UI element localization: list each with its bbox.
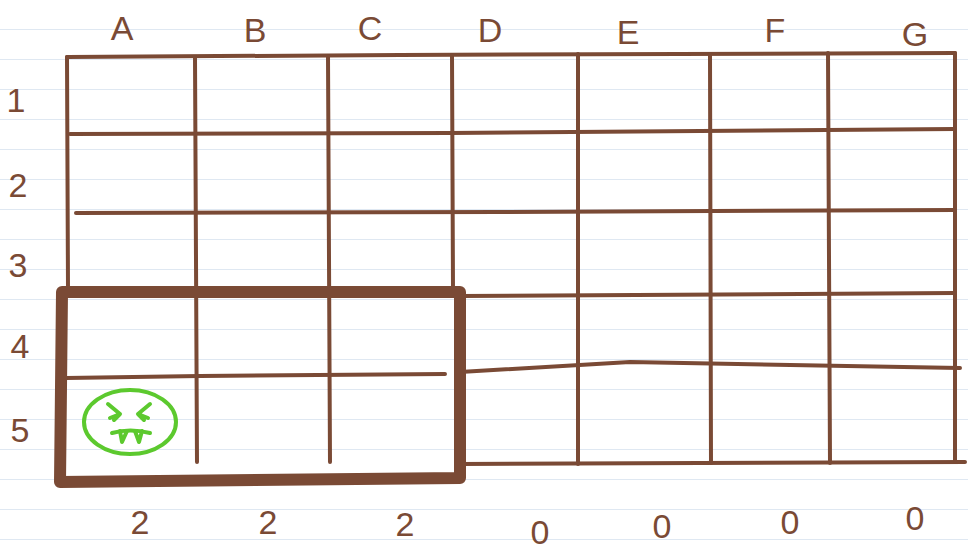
grid-line xyxy=(828,53,830,463)
column-count: 0 xyxy=(531,515,550,549)
row-label: 2 xyxy=(9,168,28,202)
column-count: 0 xyxy=(781,505,800,539)
column-count: 2 xyxy=(396,507,415,541)
grid-line xyxy=(328,56,330,462)
monster-icon xyxy=(84,390,176,454)
row-label: 5 xyxy=(11,413,30,447)
grid-line xyxy=(67,53,955,57)
row-label: 1 xyxy=(7,83,26,117)
monster-fang xyxy=(120,431,127,442)
column-label: F xyxy=(765,13,786,47)
grid-line xyxy=(710,54,711,463)
grid-line xyxy=(452,55,453,290)
column-label: A xyxy=(111,11,134,45)
grid-line xyxy=(195,57,197,462)
grid-line xyxy=(576,54,580,464)
column-label: E xyxy=(617,15,640,49)
grid-line xyxy=(953,53,957,462)
grid-lines xyxy=(66,53,965,464)
monster-head xyxy=(84,390,176,454)
grid-line xyxy=(70,129,955,134)
thick-region-outline xyxy=(60,292,460,482)
grid-line xyxy=(76,210,955,213)
column-count: 0 xyxy=(653,509,672,543)
monster-eye xyxy=(108,404,120,420)
row-label: 3 xyxy=(9,248,28,282)
column-count: 2 xyxy=(131,505,150,539)
column-count: 2 xyxy=(259,505,278,539)
grid-line xyxy=(66,374,445,378)
column-label: G xyxy=(902,17,928,51)
row-label: 4 xyxy=(11,329,30,363)
column-count: 0 xyxy=(906,501,925,535)
monster-eye xyxy=(138,404,150,420)
grid-line xyxy=(67,57,68,290)
monster-fang xyxy=(135,431,142,442)
column-label: D xyxy=(478,13,503,47)
monster-mouth xyxy=(112,431,150,434)
column-label: C xyxy=(358,11,383,45)
column-label: B xyxy=(244,13,267,47)
grid-line xyxy=(460,293,955,296)
